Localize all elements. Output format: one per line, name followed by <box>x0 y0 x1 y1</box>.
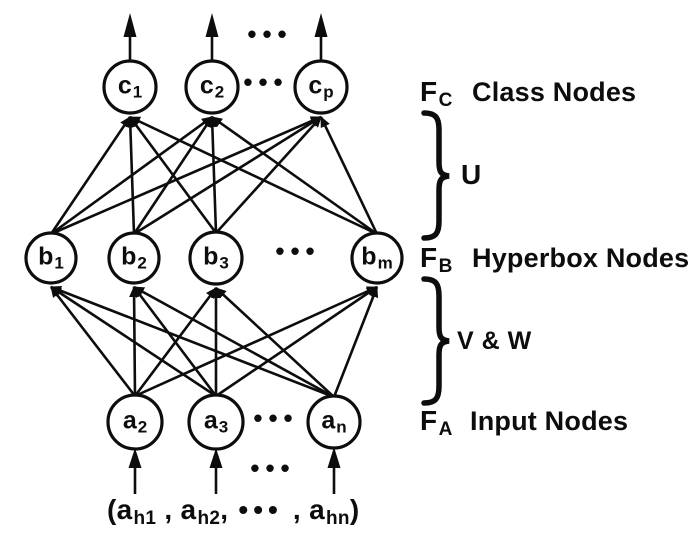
u-weights-brace <box>421 110 450 241</box>
node-c1-label: c1 <box>117 71 143 102</box>
ellipsis-class-row: ••• <box>243 67 289 97</box>
edge-b3-c2 <box>207 116 218 234</box>
output-arrowhead-c1 <box>123 13 137 37</box>
output-arrowhead-c2 <box>205 13 219 37</box>
ellipsis-input-row: ••• <box>253 403 299 433</box>
hyperbox-layer-name: Hyperbox Nodes <box>472 243 690 273</box>
input-arrowhead-a2 <box>128 448 142 468</box>
edge-b3-cp <box>215 116 322 234</box>
node-c2-label: c2 <box>199 71 225 102</box>
io-arrows <box>123 13 341 494</box>
edge-bm-c1 <box>129 115 378 236</box>
u-weights-label: U <box>461 159 482 190</box>
edge-an-b2 <box>133 285 335 399</box>
edge-a2-b1 <box>49 286 137 397</box>
set-symbol-fa: FA <box>420 405 453 440</box>
edge-an-b1 <box>50 285 335 399</box>
vw-weights-label: V & W <box>457 327 532 355</box>
input-arrowhead-a3 <box>209 448 223 468</box>
class-layer-name: Class Nodes <box>472 77 637 107</box>
edge-b1-c1 <box>49 116 132 235</box>
node-bm-circle <box>350 231 404 285</box>
ellipsis-vector: ••• <box>238 494 283 525</box>
node-circles <box>24 59 404 451</box>
node-b3-label: b3 <box>203 242 229 273</box>
edge-an-bm <box>332 286 379 398</box>
edge-an-b3 <box>215 287 335 398</box>
edge-b1-cp <box>50 115 322 236</box>
ellipsis-below-arrows: ••• <box>250 453 296 483</box>
edge-a3-b2 <box>132 286 218 397</box>
edge-a3-bm <box>215 285 378 398</box>
output-arrowhead-cp <box>314 13 328 37</box>
ellipsis-top-arrows: ••• <box>247 19 293 49</box>
braces <box>421 110 450 406</box>
edge-bm-c2 <box>211 115 378 236</box>
set-symbol-fb: FB <box>420 242 453 277</box>
node-bm-label: bm <box>361 242 393 273</box>
edge-a2-bm <box>134 285 378 398</box>
edge-bm-cp <box>319 116 379 235</box>
node-cp-label: cp <box>308 71 334 102</box>
node-b3-circle <box>188 230 244 286</box>
vw-weights-brace <box>421 276 450 406</box>
ellipsis-hyperbox-row: ••• <box>275 236 321 266</box>
edge-b2-cp <box>133 115 322 236</box>
connection-edges <box>49 115 379 399</box>
input-layer-name: Input Nodes <box>470 406 629 436</box>
input-vector-label: (ah1 , ah2, ••• , ahn) <box>107 494 360 529</box>
node-a3-label: a3 <box>203 406 229 437</box>
node-b1-label: b1 <box>38 242 64 273</box>
node-a2-label: a2 <box>122 406 148 437</box>
node-b1-circle <box>24 231 78 285</box>
edge-b3-c1 <box>128 116 218 234</box>
edge-b2-c1 <box>125 116 136 235</box>
set-symbol-fc: FC <box>420 76 453 111</box>
node-an-label: an <box>321 406 347 437</box>
node-b2-circle <box>107 231 161 285</box>
edge-a3-b1 <box>50 285 217 398</box>
input-arrowhead-an <box>327 447 341 468</box>
node-b2-label: b2 <box>121 242 147 273</box>
